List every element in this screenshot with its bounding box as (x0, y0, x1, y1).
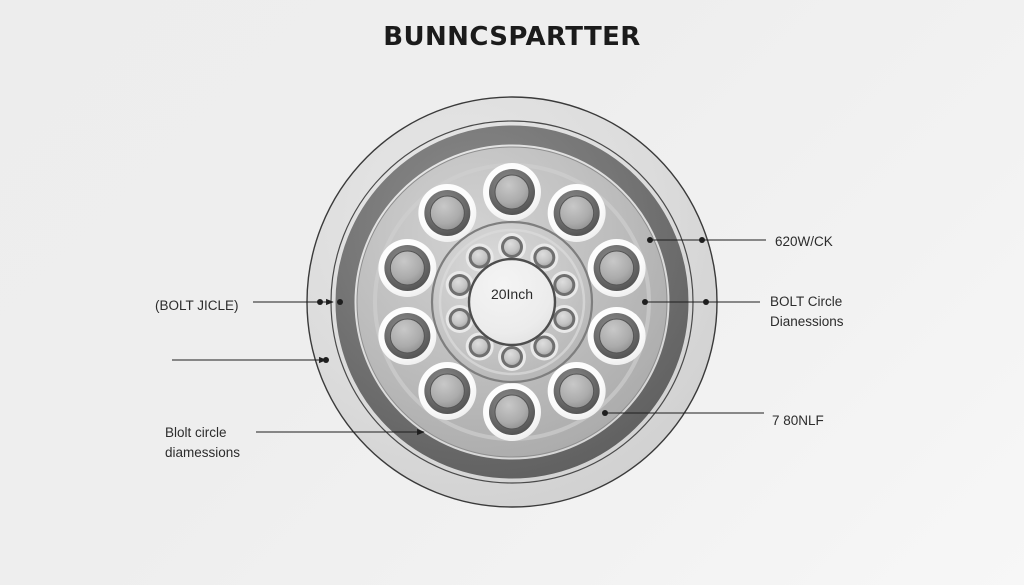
inner-bolt-hole (530, 332, 559, 361)
bolt-hole (378, 306, 437, 365)
bolt-hole (547, 184, 606, 243)
inner-bolt-hole (550, 271, 579, 300)
inner-bolt-hole (465, 332, 494, 361)
annotation-blolt-circle-diamessions: Blolt circle diamessions (165, 423, 240, 462)
page-title: BUNNCSPARTTER (383, 22, 641, 52)
leader-dot (602, 410, 608, 416)
annotation-620wck: 620W/CK (775, 232, 833, 252)
inner-bolt-holes (445, 233, 579, 371)
leader-dot (317, 299, 323, 305)
annotation-line: BOLT Circle (770, 294, 843, 309)
annotation-line: 7 80NLF (772, 413, 824, 428)
leader-dot (337, 299, 343, 305)
annotation-line: Dianessions (770, 313, 844, 329)
center-cap-label: 20Inch (490, 286, 534, 302)
annotation-bolt-jicle: (BOLT JICLE) (155, 296, 239, 316)
center-cap (467, 257, 557, 347)
annotation-line: Blolt circle (165, 425, 227, 440)
annotation-line: diamessions (165, 444, 241, 460)
outer-bolt-holes (378, 163, 646, 441)
bolt-hole (547, 361, 606, 420)
inner-bolt-hole (445, 304, 474, 333)
hub-ring-bevel (438, 228, 586, 376)
leader-dot (323, 357, 329, 363)
annotation-line: (BOLT JICLE) (155, 298, 239, 313)
inner-bolt-hole (445, 271, 474, 300)
bolt-hole (418, 361, 477, 420)
leader-dot (642, 299, 648, 305)
annotation-line: 620W/CK (775, 234, 833, 249)
inner-bolt-hole (550, 304, 579, 333)
bolt-hole (483, 163, 541, 221)
inner-bolt-hole (498, 343, 526, 371)
bolt-hole (587, 306, 646, 365)
leader-dot (703, 299, 709, 305)
bolt-hole (483, 383, 541, 441)
center-cap-group (467, 257, 557, 347)
leader-dot (647, 237, 653, 243)
annotation-780nlf: 7 80NLF (772, 411, 824, 431)
leader-dot (699, 237, 705, 243)
inner-bolt-hole (498, 233, 526, 261)
inner-bolt-hole (530, 243, 559, 272)
bolt-hole (587, 239, 646, 298)
bolt-hole (378, 239, 437, 298)
bolt-hole (418, 184, 477, 243)
leader-lines (172, 237, 766, 436)
inner-bolt-hole (465, 243, 494, 272)
